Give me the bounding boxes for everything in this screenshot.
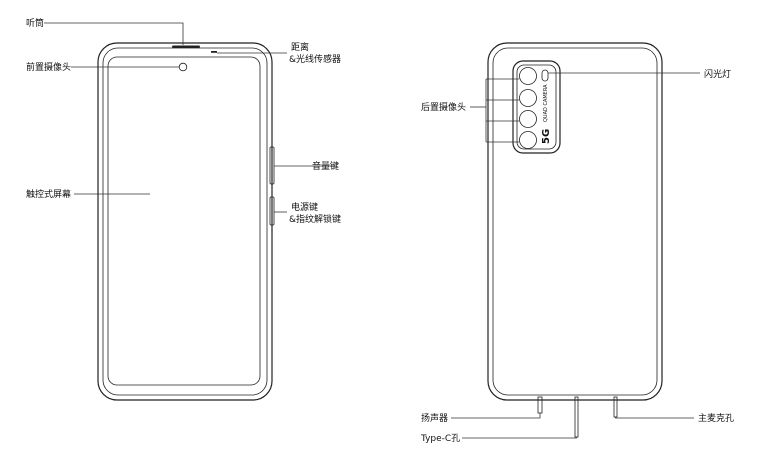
type-c-label: Type-C孔	[420, 433, 460, 444]
power-key	[269, 196, 275, 226]
front-phone-view	[97, 42, 275, 401]
rear-camera-lens-4	[519, 131, 537, 149]
back-leader-lines	[451, 72, 700, 439]
camera-module-outer	[512, 60, 561, 154]
earpiece-label: 听筒	[26, 17, 44, 29]
type-c-port	[574, 396, 579, 438]
front-phone-body	[97, 42, 273, 401]
proximity-label-line2: &光线传感器	[289, 53, 341, 65]
flash-led	[541, 69, 549, 82]
5g-badge: 5G	[541, 129, 552, 144]
main-mic-leader	[615, 417, 694, 419]
power-key-label-line1: 电源键	[291, 201, 318, 213]
touchscreen-label: 触控式屏幕	[26, 188, 71, 200]
front-phone-inner-frame	[102, 47, 268, 396]
earpiece-leader	[44, 22, 184, 45]
volume-key	[269, 146, 275, 185]
rear-camera-lens-1	[519, 67, 537, 85]
back-phone-inner-frame	[492, 47, 658, 396]
type-c-leader	[462, 437, 577, 439]
main-mic-label: 主麦克孔	[698, 412, 734, 424]
rear-camera-lens-3	[519, 110, 537, 128]
rear-camera-label: 后置摄像头	[421, 101, 466, 113]
flash-label: 闪光灯	[704, 68, 731, 80]
earpiece-slot	[172, 45, 200, 48]
camera-module-inner	[516, 64, 557, 150]
camera-module-text: QUAD CAMERA	[543, 84, 549, 122]
front-leader-lines	[44, 22, 337, 213]
back-phone-body	[487, 42, 663, 401]
touchscreen-display	[107, 56, 261, 386]
front-camera-lens	[178, 62, 188, 72]
power-key-label-line2: &指纹解锁键	[289, 213, 341, 225]
back-phone-view: QUAD CAMERA 5G	[487, 42, 663, 438]
proximity-label-line1: 距离	[291, 41, 309, 53]
proximity-sensor	[211, 51, 217, 53]
rear-camera-lens-2	[519, 89, 537, 107]
volume-key-label: 音量键	[312, 160, 339, 172]
speaker-leader	[451, 413, 541, 419]
front-camera-label: 前置摄像头	[26, 61, 71, 73]
speaker-label: 扬声器	[421, 412, 448, 424]
